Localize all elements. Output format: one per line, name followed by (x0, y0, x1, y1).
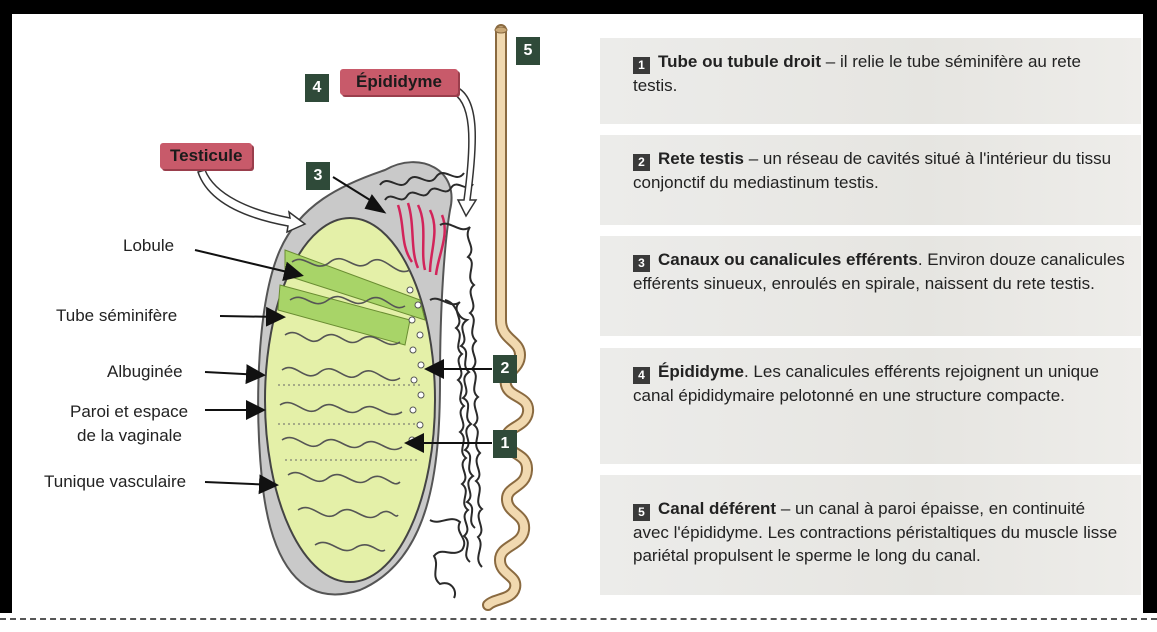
panel-4-title: Épididyme (658, 362, 744, 381)
label-tube-seminifere: Tube séminifère (56, 306, 177, 326)
label-tunique-vasculaire: Tunique vasculaire (44, 472, 186, 492)
panel-1-number: 1 (633, 57, 650, 74)
callout-arrow-epididyme (450, 86, 476, 216)
marker-5: 5 (516, 37, 540, 65)
testis-diagram: Lobule Tube séminifère Albuginée Paroi e… (0, 0, 600, 627)
label-lobule: Lobule (123, 236, 174, 256)
panel-3-number: 3 (633, 255, 650, 272)
marker-4: 4 (305, 74, 329, 102)
panel-5-title: Canal déférent (658, 499, 776, 518)
frame-right-border (1143, 0, 1157, 613)
panel-4-number: 4 (633, 367, 650, 384)
marker-3: 3 (306, 162, 330, 190)
panel-2-number: 2 (633, 154, 650, 171)
tag-epididyme: Épididyme (340, 69, 458, 95)
tag-testicule: Testicule (160, 143, 252, 169)
marker-1: 1 (493, 430, 517, 458)
vas-deferens (488, 27, 528, 605)
panel-3-title: Canaux ou canalicules efférents (658, 250, 918, 269)
marker-2: 2 (493, 355, 517, 383)
callout-arrow-testicule (198, 170, 305, 232)
label-albuginee: Albuginée (107, 362, 183, 382)
label-paroi-line1: Paroi et espace (70, 402, 188, 422)
panel-2-title: Rete testis (658, 149, 744, 168)
panel-5-number: 5 (633, 504, 650, 521)
panel-1-title: Tube ou tubule droit (658, 52, 821, 71)
label-paroi-line2: de la vaginale (77, 426, 182, 446)
